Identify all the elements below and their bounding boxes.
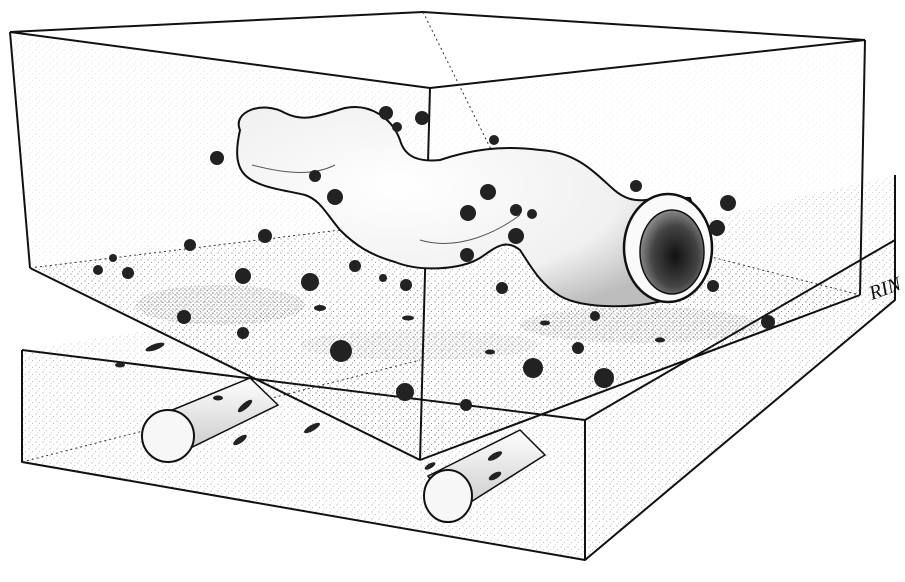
illustration: RIN (0, 0, 905, 582)
